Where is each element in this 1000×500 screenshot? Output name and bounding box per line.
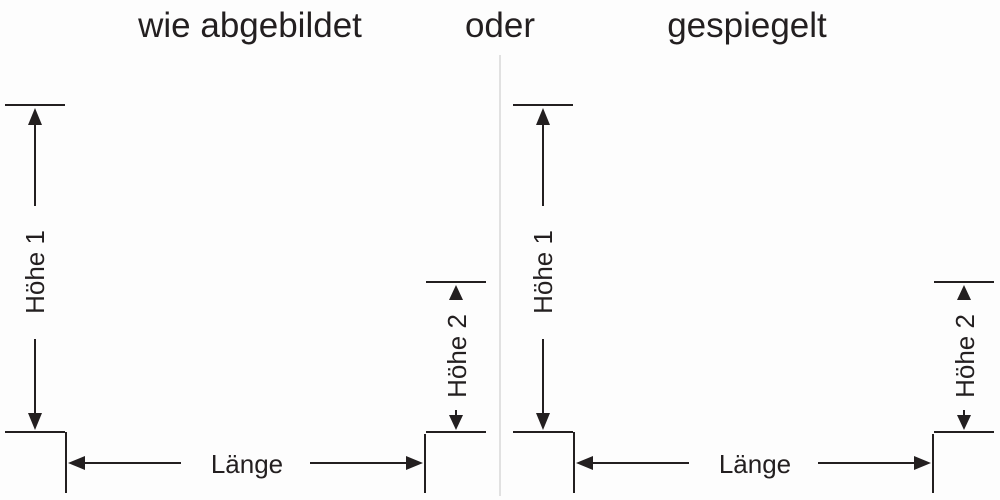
arrow-up-icon: [449, 285, 463, 300]
title-or: oder: [465, 6, 535, 45]
height2-label: Höhe 2: [442, 314, 472, 398]
arrow-down-icon: [957, 415, 971, 430]
arrow-right-icon: [406, 456, 423, 470]
arrow-right-icon: [914, 456, 931, 470]
arrow-down-icon: [449, 415, 463, 430]
title-as-shown: wie abgebildet: [137, 6, 362, 45]
diagram-as-shown: Höhe 1 Höhe 2 Länge: [5, 104, 486, 493]
height2-dimension: Höhe 2: [426, 281, 486, 433]
height1-dimension: Höhe 1: [5, 104, 65, 433]
arrow-up-icon: [957, 285, 971, 300]
arrow-left-icon: [68, 456, 85, 470]
height2-dimension: Höhe 2: [934, 281, 994, 433]
height1-label: Höhe 1: [528, 230, 558, 314]
arrow-down-icon: [536, 413, 550, 430]
arrow-left-icon: [576, 456, 593, 470]
height2-label: Höhe 2: [950, 314, 980, 398]
length-label: Länge: [719, 449, 791, 479]
arrow-up-icon: [28, 108, 42, 125]
arrow-down-icon: [28, 413, 42, 430]
length-dimension: Länge: [65, 432, 426, 493]
diagram-mirrored: Höhe 1 Höhe 2 Länge: [513, 104, 994, 493]
arrow-up-icon: [536, 108, 550, 125]
length-label: Länge: [211, 449, 283, 479]
title-mirrored: gespiegelt: [667, 6, 827, 45]
length-dimension: Länge: [573, 432, 934, 493]
height1-label: Höhe 1: [20, 230, 50, 314]
height1-dimension: Höhe 1: [513, 104, 573, 433]
